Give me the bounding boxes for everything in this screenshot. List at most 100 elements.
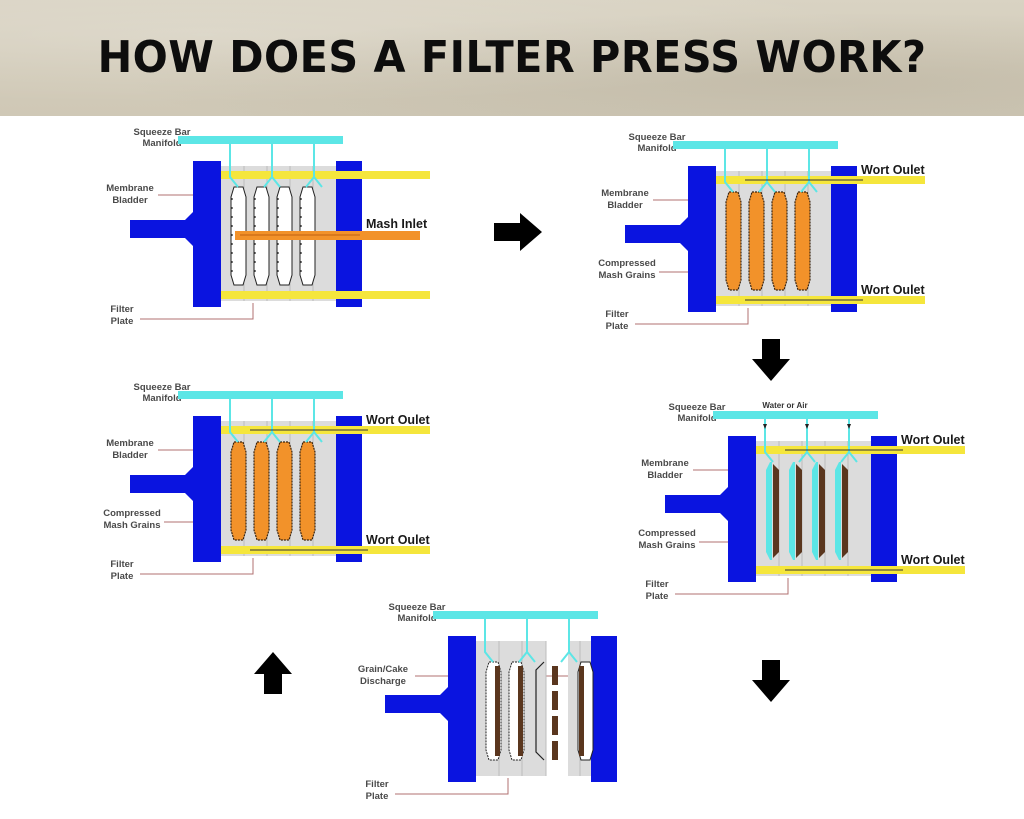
bladder-label: Bladder: [607, 200, 643, 211]
cloth-dot: [231, 243, 233, 245]
press-head-right-cap: [871, 436, 897, 446]
cloth-dot: [277, 207, 279, 209]
mash-cake: [230, 441, 247, 541]
arrow-up-icon: [254, 652, 292, 699]
plate-label: Filter: [605, 309, 629, 320]
squeeze-bar-manifold: [178, 391, 343, 399]
arrow-down-icon: [752, 660, 790, 707]
falling-cake-piece: [552, 666, 558, 685]
manifold-label: Squeeze Bar: [133, 127, 190, 138]
compressed-cake: [773, 464, 779, 558]
manifold-label: Manifold: [142, 138, 181, 149]
filter-press-diagram: Squeeze BarManifoldMembraneBladderCompre…: [598, 132, 925, 332]
grains-label: Compressed: [638, 528, 696, 539]
water-or-air-label: Water or Air: [762, 401, 807, 410]
manifold-label: Manifold: [142, 393, 181, 404]
mash-cake: [794, 191, 811, 291]
hydraulic-ram: [665, 487, 728, 521]
cloth-dot: [231, 198, 233, 200]
discharge-label: Discharge: [360, 676, 406, 687]
wort-outlet-top: [221, 171, 430, 179]
cloth-dot: [300, 216, 302, 218]
plate-label: Filter: [110, 559, 134, 570]
cloth-dot: [300, 207, 302, 209]
arrow-down-icon: [752, 339, 790, 386]
mash-cake: [771, 191, 788, 291]
arrow-right-icon: [494, 213, 542, 256]
manifold-label: Manifold: [637, 143, 676, 154]
filter-press-diagram: Squeeze BarManifoldGrain/CakeDischargeFi…: [358, 602, 617, 802]
arrow-shape: [752, 660, 790, 702]
grains-label: Mash Grains: [103, 520, 160, 531]
press-head-right-foot: [871, 575, 897, 582]
cloth-dot: [277, 243, 279, 245]
manifold-drop: [263, 176, 273, 188]
wort-outlet-bottom-label: Wort Oulet: [366, 533, 430, 547]
title-banner: HOW DOES A FILTER PRESS WORK?: [0, 0, 1024, 116]
squeeze-bar-manifold: [713, 411, 878, 419]
plate-label: Plate: [606, 321, 629, 332]
press-head-left: [448, 636, 476, 782]
mash-cake: [276, 441, 293, 541]
manifold-drop: [758, 181, 768, 193]
discharge-label: Grain/Cake: [358, 664, 408, 675]
bladder-label: Bladder: [647, 470, 683, 481]
press-head-right-mid: [336, 435, 362, 545]
manifold-drops: [724, 149, 818, 193]
press-head-right-foot: [336, 555, 362, 562]
manifold-drops: [229, 144, 323, 188]
cloth-dot: [300, 261, 302, 263]
hydraulic-ram: [385, 687, 448, 721]
flow-arrowhead: [847, 424, 851, 429]
manifold-drop: [840, 451, 850, 463]
labels: Squeeze BarManifoldMembraneBladderCompre…: [598, 132, 749, 332]
cloth-dot: [231, 234, 233, 236]
filter-press-diagram: Squeeze BarManifoldMembraneBladderFilter…: [106, 127, 430, 327]
wort-outlet-top-label: Wort Oulet: [901, 433, 965, 447]
mash-cake: [748, 191, 765, 291]
mash-cake: [253, 441, 270, 541]
filter-press-diagram: Squeeze BarManifoldMembraneBladderCompre…: [638, 401, 965, 602]
hydraulic-ram: [130, 212, 193, 246]
plate-label: Plate: [111, 316, 134, 327]
cloth-dot: [277, 225, 279, 227]
plate-label: Filter: [110, 304, 134, 315]
inflated-bladder: [789, 462, 795, 560]
wort-outlet-bottom-label: Wort Oulet: [901, 553, 965, 567]
cloth-dot: [231, 261, 233, 263]
grains-label: Compressed: [103, 508, 161, 519]
chambers: [766, 462, 848, 560]
cloth-dot: [254, 225, 256, 227]
filter-press-diagram: Squeeze BarManifoldMembraneBladderCompre…: [103, 382, 430, 582]
press-head-right-cap: [831, 166, 857, 176]
cloth-dot: [300, 225, 302, 227]
leader-line: [140, 303, 254, 320]
cloth-dot: [277, 270, 279, 272]
manifold-drop: [724, 149, 734, 193]
cloth-dot: [277, 252, 279, 254]
chambers: [725, 191, 811, 291]
cloth-dot: [254, 207, 256, 209]
chambers: [485, 661, 594, 761]
squeeze-bar-manifold: [178, 136, 343, 144]
manifold-drop: [229, 144, 239, 188]
flow-arrowhead: [805, 424, 809, 429]
press-head-left: [193, 161, 221, 307]
empty-chamber: [535, 661, 545, 761]
chambers: [230, 441, 316, 541]
compressed-cake: [842, 464, 848, 558]
press-head-left: [688, 166, 716, 312]
compressed-cake: [819, 464, 825, 558]
cloth-dot: [300, 198, 302, 200]
manifold-drop: [305, 431, 315, 443]
manifold-drop: [305, 176, 315, 188]
wort-outlet-top-label: Wort Oulet: [366, 413, 430, 427]
cloth-dot: [231, 216, 233, 218]
arrow-shape: [494, 213, 542, 251]
manifold-label: Manifold: [397, 613, 436, 624]
plate-label: Plate: [366, 791, 389, 802]
cloth-dot: [300, 270, 302, 272]
